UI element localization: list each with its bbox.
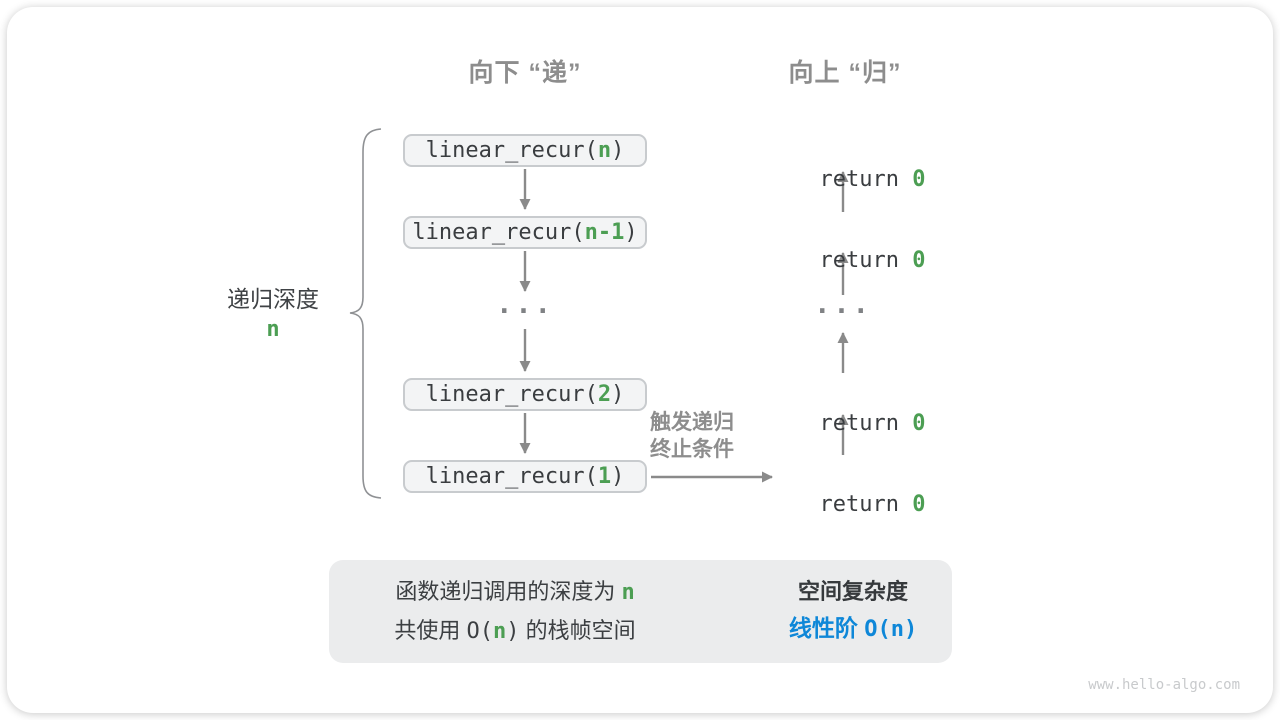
- call-box-text: linear_recur(: [412, 220, 585, 245]
- call-box-text: ): [611, 464, 625, 489]
- call-box: linear_recur(n): [403, 134, 647, 167]
- return-item: return 0: [746, 135, 946, 192]
- big-o-close: ): [506, 618, 520, 644]
- termination-label: 触发递归 终止条件: [602, 409, 782, 463]
- summary-line1-value: n: [621, 579, 635, 605]
- call-box-text: linear_recur(: [425, 464, 598, 489]
- recursion-depth-value: n: [266, 317, 280, 342]
- call-box-arg: 1: [597, 464, 612, 489]
- call-box-arg: n-1: [584, 220, 625, 245]
- return-keyword: return: [819, 411, 913, 436]
- summary-line2-post: 的栈帧空间: [519, 617, 636, 643]
- call-box-text: ): [611, 382, 625, 407]
- call-box: linear_recur(1): [403, 460, 647, 493]
- call-box-text: ): [611, 138, 625, 163]
- termination-label-line2: 终止条件: [650, 438, 734, 461]
- recursion-depth-label: 递归深度: [227, 286, 319, 312]
- return-value: 0: [912, 492, 926, 517]
- call-box: linear_recur(2): [403, 378, 647, 411]
- space-complexity-result: 线性阶 O(n): [789, 614, 917, 644]
- return-item: return 0: [746, 216, 946, 273]
- summary-line1-text: 函数递归调用的深度为: [395, 578, 622, 604]
- call-box: linear_recur(n-1): [403, 216, 647, 249]
- big-o-open: O(: [466, 618, 494, 644]
- summary-left-text: 函数递归调用的深度为 n 共使用 O(n) 的栈帧空间: [340, 560, 690, 663]
- call-box-text: ): [624, 220, 638, 245]
- result-formula: O(n): [864, 617, 918, 642]
- return-ellipsis: ...: [814, 289, 872, 320]
- return-item: return 0: [746, 379, 946, 436]
- call-stack-ellipsis: ...: [496, 289, 554, 320]
- summary-line2-pre: 共使用: [394, 617, 467, 643]
- phase-label-descend: 向下 “递”: [468, 59, 582, 87]
- big-o-arg: n: [493, 618, 507, 644]
- return-item: return 0: [746, 460, 946, 517]
- call-box-arg: n: [597, 138, 612, 163]
- space-complexity-title: 空间复杂度: [797, 579, 908, 604]
- return-value: 0: [912, 167, 926, 192]
- return-value: 0: [912, 248, 926, 273]
- return-keyword: return: [819, 248, 913, 273]
- return-value: 0: [912, 411, 926, 436]
- phase-label-ascend: 向上 “归”: [788, 59, 902, 87]
- return-keyword: return: [819, 492, 913, 517]
- summary-panel: [329, 560, 952, 663]
- summary-line-1: 函数递归调用的深度为 n: [395, 577, 634, 608]
- return-keyword: return: [819, 167, 913, 192]
- watermark: www.hello-algo.com: [1088, 677, 1240, 693]
- call-box-arg: 2: [597, 382, 612, 407]
- call-box-text: linear_recur(: [425, 138, 598, 163]
- result-label: 线性阶: [788, 615, 865, 641]
- call-box-text: linear_recur(: [425, 382, 598, 407]
- summary-right-text: 空间复杂度 线性阶 O(n): [753, 560, 953, 663]
- termination-label-line1: 触发递归: [650, 411, 734, 434]
- summary-line-2: 共使用 O(n) 的栈帧空间: [394, 616, 635, 647]
